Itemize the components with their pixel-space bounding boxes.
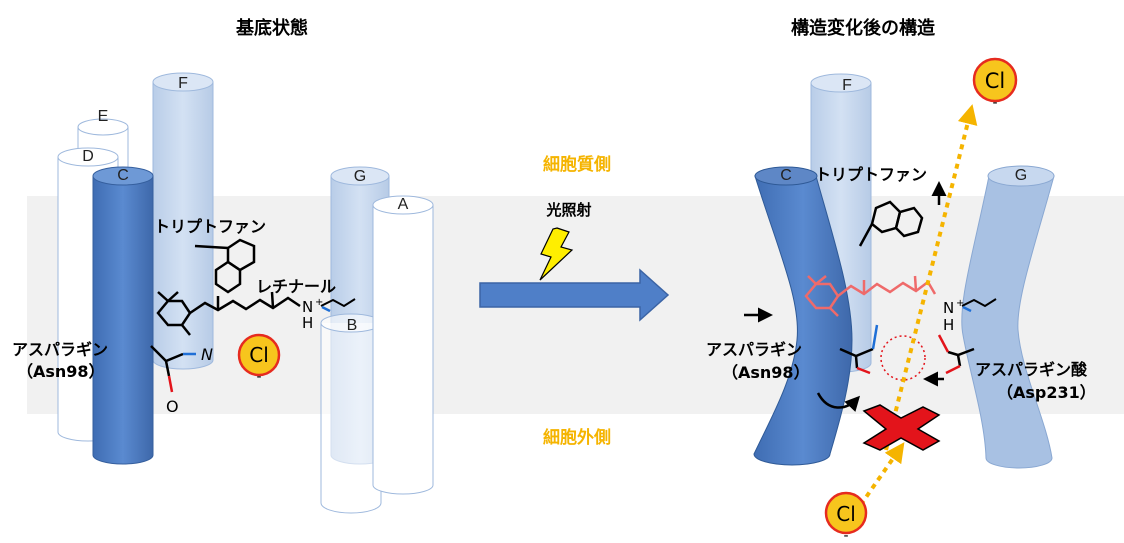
svg-text:A: A [398, 196, 409, 213]
retinal-structure-right [804, 275, 937, 317]
chloride-ion-left: Cl - [237, 333, 281, 385]
label-asparagine-left: アスパラギン [12, 340, 108, 359]
label-asn98-right: （Asn98） [722, 363, 810, 382]
helix-a: A [372, 195, 434, 495]
svg-text:F: F [178, 75, 188, 92]
lightning-icon [539, 227, 574, 281]
label-asp231: （Asp231） [997, 383, 1096, 402]
svg-text:-: - [843, 528, 848, 543]
svg-text:E: E [98, 108, 109, 125]
ion-path-up [884, 104, 978, 451]
atom-o-left: O [166, 397, 179, 416]
svg-text:C: C [117, 167, 129, 184]
schiff-h-right: H [943, 316, 954, 334]
asparagine-structure-right [839, 324, 879, 375]
title-ground-state: 基底状態 [235, 17, 308, 39]
helix-g-right: G [961, 165, 1055, 469]
label-light-irradiation: 光照射 [545, 201, 591, 219]
svg-text:B: B [347, 317, 358, 334]
helix-c-left: C [92, 166, 154, 465]
blocked-cross-icon [862, 404, 941, 451]
label-retinal-left: レチナール [256, 277, 336, 296]
schiff-plus-left: + [315, 297, 323, 308]
svg-text:Cl: Cl [985, 69, 1006, 93]
label-tryptophan-left: トリプトファン [154, 217, 266, 236]
svg-text:D: D [82, 148, 94, 165]
tryptophan-structure-left [194, 238, 256, 294]
chloride-ion-top: Cl - [972, 57, 1018, 111]
svg-text:Cl: Cl [249, 343, 269, 367]
svg-text:G: G [1015, 167, 1027, 184]
svg-text:C: C [780, 167, 792, 184]
svg-text:Cl: Cl [836, 502, 856, 526]
label-aspartic-acid: アスパラギン酸 [975, 360, 1088, 379]
svg-text:F: F [842, 77, 852, 94]
schiff-h-left: H [302, 314, 313, 332]
svg-text:-: - [992, 95, 997, 111]
lysine-chain-right [961, 298, 997, 308]
aspartic-structure [937, 334, 975, 375]
label-tryptophan-right: トリプトファン [815, 165, 927, 184]
empty-binding-site [880, 335, 926, 381]
label-cytoplasmic: 細胞質側 [543, 154, 611, 175]
asparagine-structure-left [150, 345, 196, 393]
label-asn98-left: （Asn98） [17, 362, 105, 381]
helix-c-right: C [753, 166, 853, 466]
chloride-ion-bottom: Cl - [824, 491, 868, 543]
label-extracellular: 細胞外側 [543, 427, 611, 448]
svg-text:G: G [354, 168, 366, 185]
transition-arrow [479, 268, 670, 322]
atom-n-left: N [201, 345, 213, 364]
arrow-asn-rotate [816, 392, 861, 412]
lysine-chain-left [320, 298, 356, 308]
helix-f-left: F [152, 72, 214, 370]
schiff-n-right: N [943, 299, 954, 317]
tryptophan-structure-right [858, 200, 924, 247]
schiff-plus-right: + [956, 298, 964, 309]
title-after-change: 構造変化後の構造 [791, 17, 935, 39]
retinal-structure-left [156, 291, 301, 336]
svg-text:-: - [256, 369, 261, 385]
label-asparagine-right: アスパラギン [706, 340, 802, 359]
schiff-n-left: N [302, 298, 313, 316]
helix-b: B [320, 313, 382, 514]
